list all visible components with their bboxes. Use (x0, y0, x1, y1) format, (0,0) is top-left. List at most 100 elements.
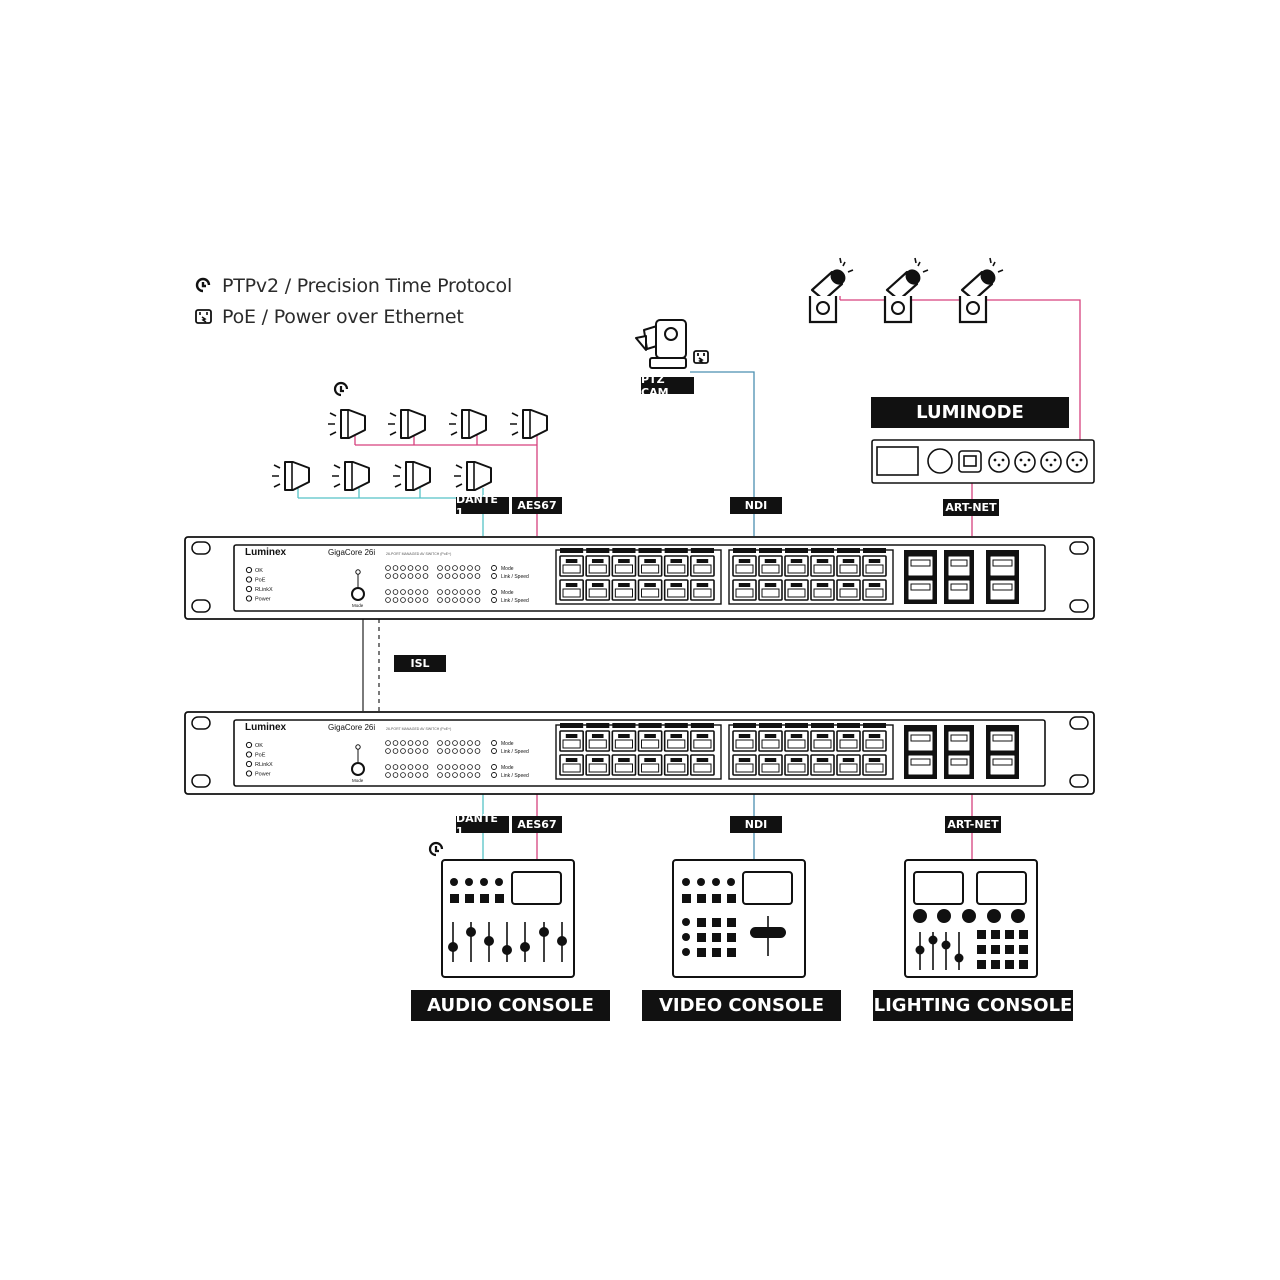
connection-lines (297, 296, 1081, 860)
led-legend-label: Link / Speed (501, 773, 529, 779)
status-led (245, 770, 253, 777)
ptz-cam-tag: PTZ CAM (641, 373, 694, 399)
switch-model: GigaCore 26i (328, 548, 375, 557)
port-led (407, 573, 414, 579)
port-led (392, 589, 399, 595)
legend-led (491, 589, 497, 595)
port-led (407, 772, 414, 778)
port-led (459, 573, 466, 579)
port-number-label (690, 548, 714, 553)
port-number-label (811, 548, 834, 553)
port-led (422, 772, 429, 778)
ptp-clock-icon (333, 381, 349, 397)
port-led (385, 573, 391, 579)
port-led (437, 740, 443, 746)
led-legend-label: Mode (501, 765, 514, 771)
port-led (407, 589, 414, 595)
aes67-tag-bottom: AES67 (512, 816, 562, 833)
ptp-clock-icon (195, 277, 211, 293)
spotlight-icon (808, 257, 854, 324)
port-led (467, 764, 473, 770)
port-led (422, 597, 429, 603)
audio-console-icon (441, 859, 575, 978)
status-led-label: Power (255, 597, 271, 603)
rack-mount-hole (1069, 716, 1089, 730)
port-number-label (837, 723, 860, 728)
port-led (459, 764, 466, 770)
port-led (422, 764, 429, 770)
video-console-tag: VIDEO CONSOLE (642, 990, 841, 1021)
switch-subtitle: 26-PORT MANAGED AV SWITCH (PoE+) (386, 552, 451, 556)
port-number-label (560, 548, 584, 553)
rack-mount-hole (1069, 599, 1089, 613)
port-led (422, 565, 429, 571)
port-led (467, 772, 473, 778)
port-led (385, 740, 391, 746)
isl-tag: ISL (394, 655, 446, 672)
port-led (422, 748, 429, 754)
port-led (437, 764, 443, 770)
port-led (415, 565, 421, 571)
speaker-icon (388, 409, 426, 439)
port-number-label (586, 548, 610, 553)
status-led (245, 576, 253, 583)
port-number-label (690, 723, 714, 728)
xlr-jack-icon (1066, 451, 1088, 473)
port-led (452, 573, 458, 579)
port-led (400, 748, 406, 754)
port-led (415, 740, 421, 746)
port-led (467, 565, 473, 571)
port-led (467, 573, 473, 579)
port-led (415, 772, 421, 778)
port-number-label (586, 723, 610, 728)
mode-led (355, 744, 361, 750)
port-number-label (837, 548, 860, 553)
status-led (245, 566, 253, 574)
legend-led (491, 565, 497, 571)
aes67-speaker-line (354, 430, 538, 536)
dante-tag-top: DANTE 1 (456, 493, 509, 519)
spotlight-icon (958, 257, 1004, 324)
port-led (474, 589, 481, 595)
port-led (407, 740, 414, 746)
legend-poe: PoE / Power over Ethernet (194, 306, 464, 328)
port-number-label (664, 548, 688, 553)
spotlight-icon (883, 257, 929, 324)
port-led (400, 597, 406, 603)
port-led (444, 589, 451, 595)
dante-tag-bottom: DANTE 1 (456, 812, 509, 838)
artnet-light-line (839, 296, 1081, 440)
port-led (452, 597, 458, 603)
artnet-tag-bottom: ART-NET (945, 816, 1001, 833)
speaker-icon (272, 461, 310, 491)
dante-speaker-line (297, 488, 484, 536)
port-led (467, 740, 473, 746)
rack-mount-hole (1069, 774, 1089, 788)
status-led (245, 585, 253, 593)
status-led-label: PoE (255, 753, 266, 759)
port-led (437, 597, 443, 603)
port-led (444, 565, 451, 571)
mode-label: Mode (352, 603, 364, 608)
port-number-label (733, 548, 756, 553)
led-legend-label: Link / Speed (501, 749, 529, 755)
status-led-label: OK (255, 743, 263, 749)
port-led (437, 772, 443, 778)
mode-label: Mode (352, 778, 364, 783)
port-led (452, 740, 458, 746)
port-led (400, 740, 406, 746)
legend-led (491, 597, 497, 603)
speaker-icon (332, 461, 370, 491)
port-led (385, 772, 391, 778)
led-legend-label: Mode (501, 590, 514, 596)
legend-ptp: PTPv2 / Precision Time Protocol (194, 275, 512, 297)
port-led (422, 589, 429, 595)
xlr-jack-icon (1014, 451, 1036, 473)
port-led (459, 565, 466, 571)
mode-button (351, 587, 365, 601)
port-led (459, 740, 466, 746)
port-number-label (759, 723, 782, 728)
